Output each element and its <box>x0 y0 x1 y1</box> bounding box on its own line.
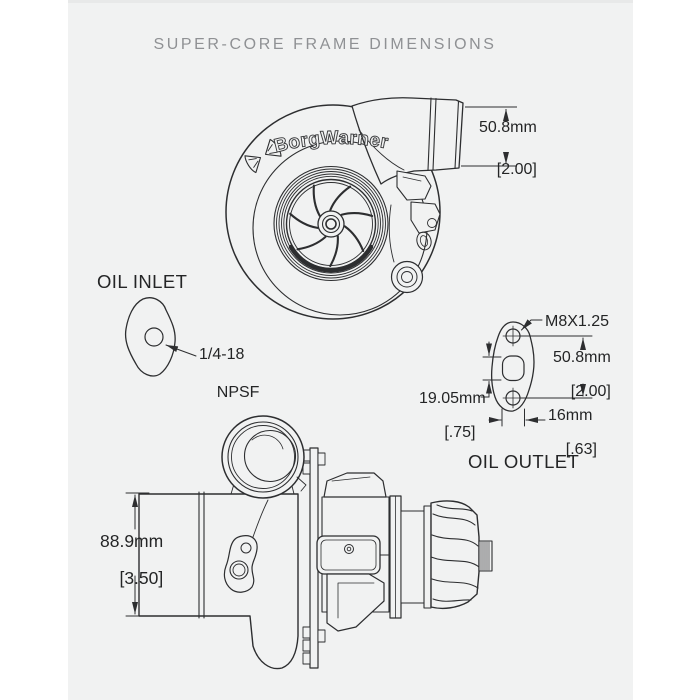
oil-outlet-slot-height-mm: 19.05mm <box>419 390 486 407</box>
oil-outlet-slot-width-label: 16mm [.63] <box>548 407 597 475</box>
oil-outlet-slot-height-label: 19.05mm [.75] <box>419 390 486 458</box>
compressor-outlet-dimension-lines <box>461 106 517 167</box>
oil-inlet-thread-size: 1/4-18 <box>199 346 245 363</box>
oil-outlet-slot-height-in: [.75] <box>444 424 476 441</box>
compressor-wheel-blades <box>289 184 374 268</box>
oil-outlet-slot-width-in: [.63] <box>565 441 597 458</box>
compressor-outlet-dim-mm: 50.8mm <box>479 119 537 136</box>
oil-outlet-hole-spacing-mm: 50.8mm <box>553 349 611 366</box>
oil-outlet-hole-spacing-in: [2.00] <box>570 383 611 400</box>
side-view-drawing <box>125 415 493 670</box>
compressor-inlet-dim-mm: 88.9mm <box>100 531 164 551</box>
oil-outlet-label: OIL OUTLET <box>468 451 580 472</box>
compressor-front-view-drawing <box>225 97 464 320</box>
oil-outlet-bolt-thread-label: M8X1.25 <box>545 313 610 330</box>
compressor-outlet-dim-in: [2.00] <box>496 161 537 178</box>
oil-inlet-thread-label: 1/4-18 NPSF <box>199 345 259 421</box>
compressor-inlet-dim-in: [3.50] <box>119 568 164 588</box>
oil-outlet-slot-width-mm: 16mm <box>548 407 593 424</box>
oil-outlet-drawing <box>480 319 593 427</box>
oil-inlet-thread-type: NPSF <box>216 384 260 401</box>
borgwarner-wings-icon <box>244 138 282 174</box>
oil-outlet-hole-spacing-label: 50.8mm [2.00] <box>553 349 611 417</box>
compressor-outlet-dimension-label: 50.8mm [2.00] <box>479 117 537 201</box>
oil-inlet-drawing <box>124 297 197 377</box>
oil-inlet-label: OIL INLET <box>97 271 188 292</box>
sheet-title: SUPER-CORE FRAME DIMENSIONS <box>153 36 497 53</box>
compressor-inlet-dimension-label: 88.9mm [3.50] <box>100 532 163 606</box>
turbine-wheel-blades <box>430 504 480 602</box>
